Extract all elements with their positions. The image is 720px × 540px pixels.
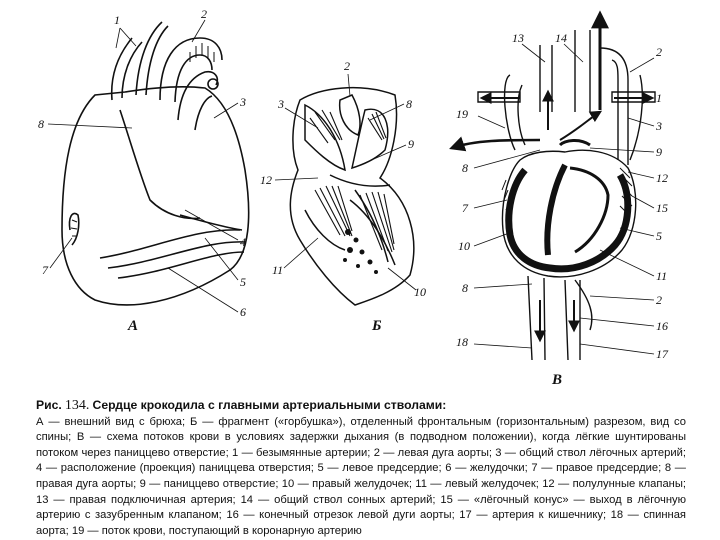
label-a-2: 2 [201,7,207,21]
label-a-8: 8 [38,117,44,131]
label-b-3: 3 [277,97,284,111]
caption-body: А — внешний вид с брюха; Б — фрагмент («… [36,415,686,540]
label-v-13: 13 [512,31,524,45]
label-v-11: 11 [656,269,667,283]
panel-b-drawing [290,88,413,305]
label-v-18: 18 [456,335,468,349]
panel-a-leader-lines [48,20,238,312]
panel-a-drawing [62,22,249,305]
label-v-12: 12 [656,171,668,185]
figure-caption: Рис. 134. Сердце крокодила с главными ар… [36,398,686,539]
heart-diagram: 1 2 3 8 4 5 6 7 А [0,0,720,392]
panel-label-b: Б [371,318,382,334]
label-a-5: 5 [240,275,246,289]
label-v-5: 5 [656,229,662,243]
label-v-8-top: 8 [462,161,468,175]
caption-fig-prefix: Рис. [36,398,62,412]
label-b-10: 10 [414,285,426,299]
label-a-4: 4 [240,235,246,249]
label-a-6: 6 [240,305,246,319]
label-v-9: 9 [656,145,662,159]
label-v-16: 16 [656,319,668,333]
label-b-8: 8 [406,97,412,111]
figure-illustration: 1 2 3 8 4 5 6 7 А [0,0,720,392]
label-v-15: 15 [656,201,668,215]
label-v-10: 10 [458,239,470,253]
caption-title: Рис. 134. Сердце крокодила с главными ар… [36,398,686,415]
label-b-11: 11 [272,263,283,277]
panel-b-dots [343,229,378,274]
label-b-9: 9 [408,137,414,151]
panel-v-labels: 13 14 2 1 3 19 8 9 12 15 7 5 10 11 8 2 1… [456,31,669,388]
label-a-1: 1 [114,13,120,27]
label-v-2-top: 2 [656,45,662,59]
label-v-3: 3 [655,119,662,133]
label-v-8-bottom: 8 [462,281,468,295]
panel-b-labels: 2 3 8 9 12 11 10 Б [260,59,426,334]
caption-title-text: Сердце крокодила с главными артериальным… [93,398,447,412]
panel-v-heart-walls [509,140,628,268]
label-v-1: 1 [656,91,662,105]
panel-label-a: А [127,318,138,334]
label-v-14: 14 [555,31,567,45]
panel-label-v: В [551,372,562,388]
label-b-12: 12 [260,173,272,187]
label-a-3: 3 [239,95,246,109]
label-v-17: 17 [656,347,669,361]
label-b-2: 2 [344,59,350,73]
label-a-7: 7 [42,263,49,277]
caption-fig-number: 134. [65,398,90,413]
label-v-19: 19 [456,107,468,121]
label-v-7: 7 [462,201,469,215]
label-v-2-bottom: 2 [656,293,662,307]
